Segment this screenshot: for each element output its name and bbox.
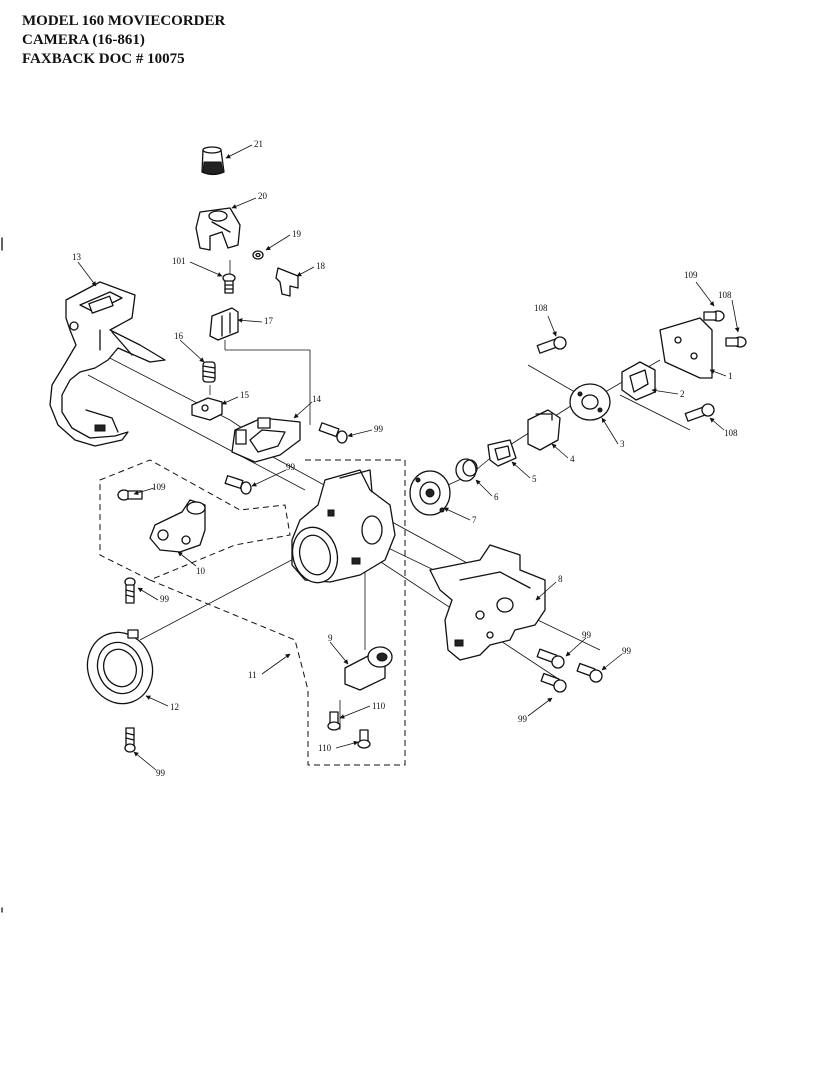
callout-108-b: 108 — [724, 428, 738, 438]
header-faxback-doc: FAXBACK DOC # 10075 — [22, 51, 185, 67]
part-7-mount — [409, 470, 451, 516]
part-108-screw — [536, 336, 567, 354]
callout-109-b: 108 — [718, 290, 732, 300]
part-18-clip — [275, 267, 299, 297]
part-110-screw — [357, 729, 371, 749]
part-99-screw — [124, 727, 136, 753]
callout-5: 5 — [532, 474, 537, 484]
part-99-screw — [224, 475, 252, 495]
part-1-base-plate — [659, 317, 713, 379]
part-3-cap — [569, 383, 611, 421]
part-99-screw — [576, 662, 603, 683]
callout-99-a: 99 — [374, 424, 384, 434]
callout-3: 3 — [620, 439, 625, 449]
callout-1: 1 — [728, 371, 733, 381]
part-20-bracket — [195, 207, 241, 251]
leader-lines — [77, 144, 740, 771]
part-14-top-plate — [231, 417, 301, 463]
part-99-screw — [318, 422, 348, 444]
callout-99-f: 99 — [622, 646, 632, 656]
part-109-screw — [725, 336, 747, 348]
callout-labels: 21 20 19 18 101 17 16 15 13 14 99 99 109… — [72, 139, 738, 778]
callout-14: 14 — [312, 394, 322, 404]
callout-2: 2 — [680, 389, 685, 399]
callout-20: 20 — [258, 191, 268, 201]
callout-99-e: 99 — [582, 630, 592, 640]
part-9-bracket — [344, 646, 393, 691]
callout-110-c: 110 — [318, 743, 332, 753]
callout-11: 11 — [248, 670, 257, 680]
callout-6: 6 — [494, 492, 499, 502]
callout-9: 9 — [328, 633, 333, 643]
part-101-screw — [222, 273, 236, 294]
callout-16: 16 — [174, 331, 184, 341]
callout-110-b: 110 — [372, 701, 386, 711]
part-19-washer — [252, 250, 264, 260]
part-15-lever — [191, 397, 223, 421]
header-camera-part: CAMERA (16-861) — [22, 32, 145, 48]
part-13-frame — [49, 281, 166, 447]
callout-7: 7 — [472, 515, 477, 525]
callout-17: 17 — [264, 316, 274, 326]
callout-18: 18 — [316, 261, 326, 271]
callout-99-c: 99 — [160, 594, 170, 604]
part-16-spring — [202, 361, 216, 383]
part-4-bracket — [527, 409, 561, 451]
part-109-screw — [703, 310, 725, 322]
callout-99-b: 99 — [286, 462, 296, 472]
callout-108-a: 108 — [534, 303, 548, 313]
part-12-lens-ring — [86, 629, 154, 705]
callout-99-g: 99 — [518, 714, 528, 724]
document-header: MODEL 160 MOVIECORDER CAMERA (16-861) FA… — [22, 12, 225, 69]
header-model-title: MODEL 160 MOVIECORDER — [22, 13, 226, 29]
part-21-cap — [201, 146, 225, 176]
part-17-plate — [209, 307, 239, 341]
callout-8: 8 — [558, 574, 563, 584]
callout-109-a: 109 — [684, 270, 698, 280]
callout-15: 15 — [240, 390, 250, 400]
part-8-chassis — [429, 544, 546, 661]
part-99-screw — [540, 672, 567, 693]
part-99-screw — [124, 577, 136, 604]
part-99-screw — [536, 648, 565, 669]
lens-barrel-assembly — [291, 469, 396, 584]
part-2-plate — [621, 361, 656, 401]
part-6-filter — [455, 458, 478, 482]
callout-12: 12 — [170, 702, 179, 712]
part-5-frame — [487, 439, 517, 467]
callout-19: 19 — [292, 229, 302, 239]
part-110-screw — [117, 489, 143, 501]
callout-21: 21 — [254, 139, 263, 149]
callout-4: 4 — [570, 454, 575, 464]
callout-99-d: 99 — [156, 768, 166, 778]
part-10-holder — [149, 499, 206, 553]
callout-10: 10 — [196, 566, 206, 576]
callout-13: 13 — [72, 252, 82, 262]
callout-110-a: 109 — [152, 482, 166, 492]
part-110-screw — [327, 711, 341, 731]
callout-101: 101 — [172, 256, 186, 266]
part-108-screw — [684, 403, 715, 422]
